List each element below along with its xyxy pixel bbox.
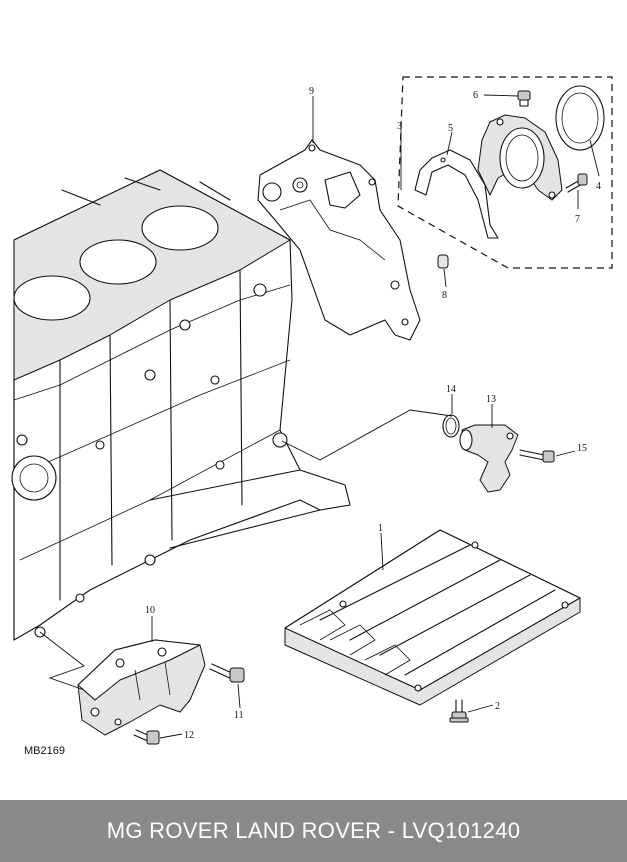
callout-12: 12 xyxy=(184,730,194,741)
cylinder-block xyxy=(11,169,351,641)
part-8-dowel xyxy=(437,254,449,269)
callout-10: 10 xyxy=(145,605,155,616)
callout-9: 9 xyxy=(309,86,314,97)
part-13-sensor xyxy=(459,424,519,493)
part-15-bolt xyxy=(519,449,555,463)
part-2-bolt xyxy=(449,699,469,723)
callout-3: 3 xyxy=(397,121,402,132)
part-9-adaptor-plate xyxy=(257,139,421,341)
callout-labels: 9 3 5 6 4 7 8 14 13 15 1 2 10 11 12 xyxy=(145,86,601,741)
callout-1: 1 xyxy=(378,523,383,534)
leader-lines xyxy=(39,94,600,739)
part-4-oil-seal xyxy=(555,85,605,151)
part-1-bearing-ladder xyxy=(284,529,581,706)
callout-8: 8 xyxy=(442,290,447,301)
diagram-reference: MB2169 xyxy=(24,745,65,757)
seal-housing xyxy=(477,114,563,201)
part-11-bolt xyxy=(209,663,245,683)
part-10-bracket xyxy=(77,639,206,736)
callout-6: 6 xyxy=(473,90,478,101)
assembly-3-outline xyxy=(397,76,613,269)
part-5-gasket xyxy=(414,149,499,239)
callout-15: 15 xyxy=(577,443,587,454)
part-6-bolt xyxy=(517,90,531,107)
part-number-caption: MG ROVER LAND ROVER - LVQ101240 xyxy=(106,818,521,843)
part-14-o-ring xyxy=(442,414,460,438)
callout-11: 11 xyxy=(234,710,244,721)
callout-5: 5 xyxy=(448,123,453,134)
callout-7: 7 xyxy=(575,214,580,225)
callout-13: 13 xyxy=(486,394,496,405)
callout-14: 14 xyxy=(446,384,456,395)
callout-2: 2 xyxy=(495,701,500,712)
callout-4: 4 xyxy=(596,181,601,192)
part-12-bolt xyxy=(133,729,160,745)
exploded-parts-diagram: 9 3 5 6 4 7 8 14 13 15 1 2 10 11 12 MB21… xyxy=(11,76,613,757)
part-7-bolt xyxy=(565,173,588,193)
part-number-banner: MG ROVER LAND ROVER - LVQ101240 xyxy=(0,800,627,862)
